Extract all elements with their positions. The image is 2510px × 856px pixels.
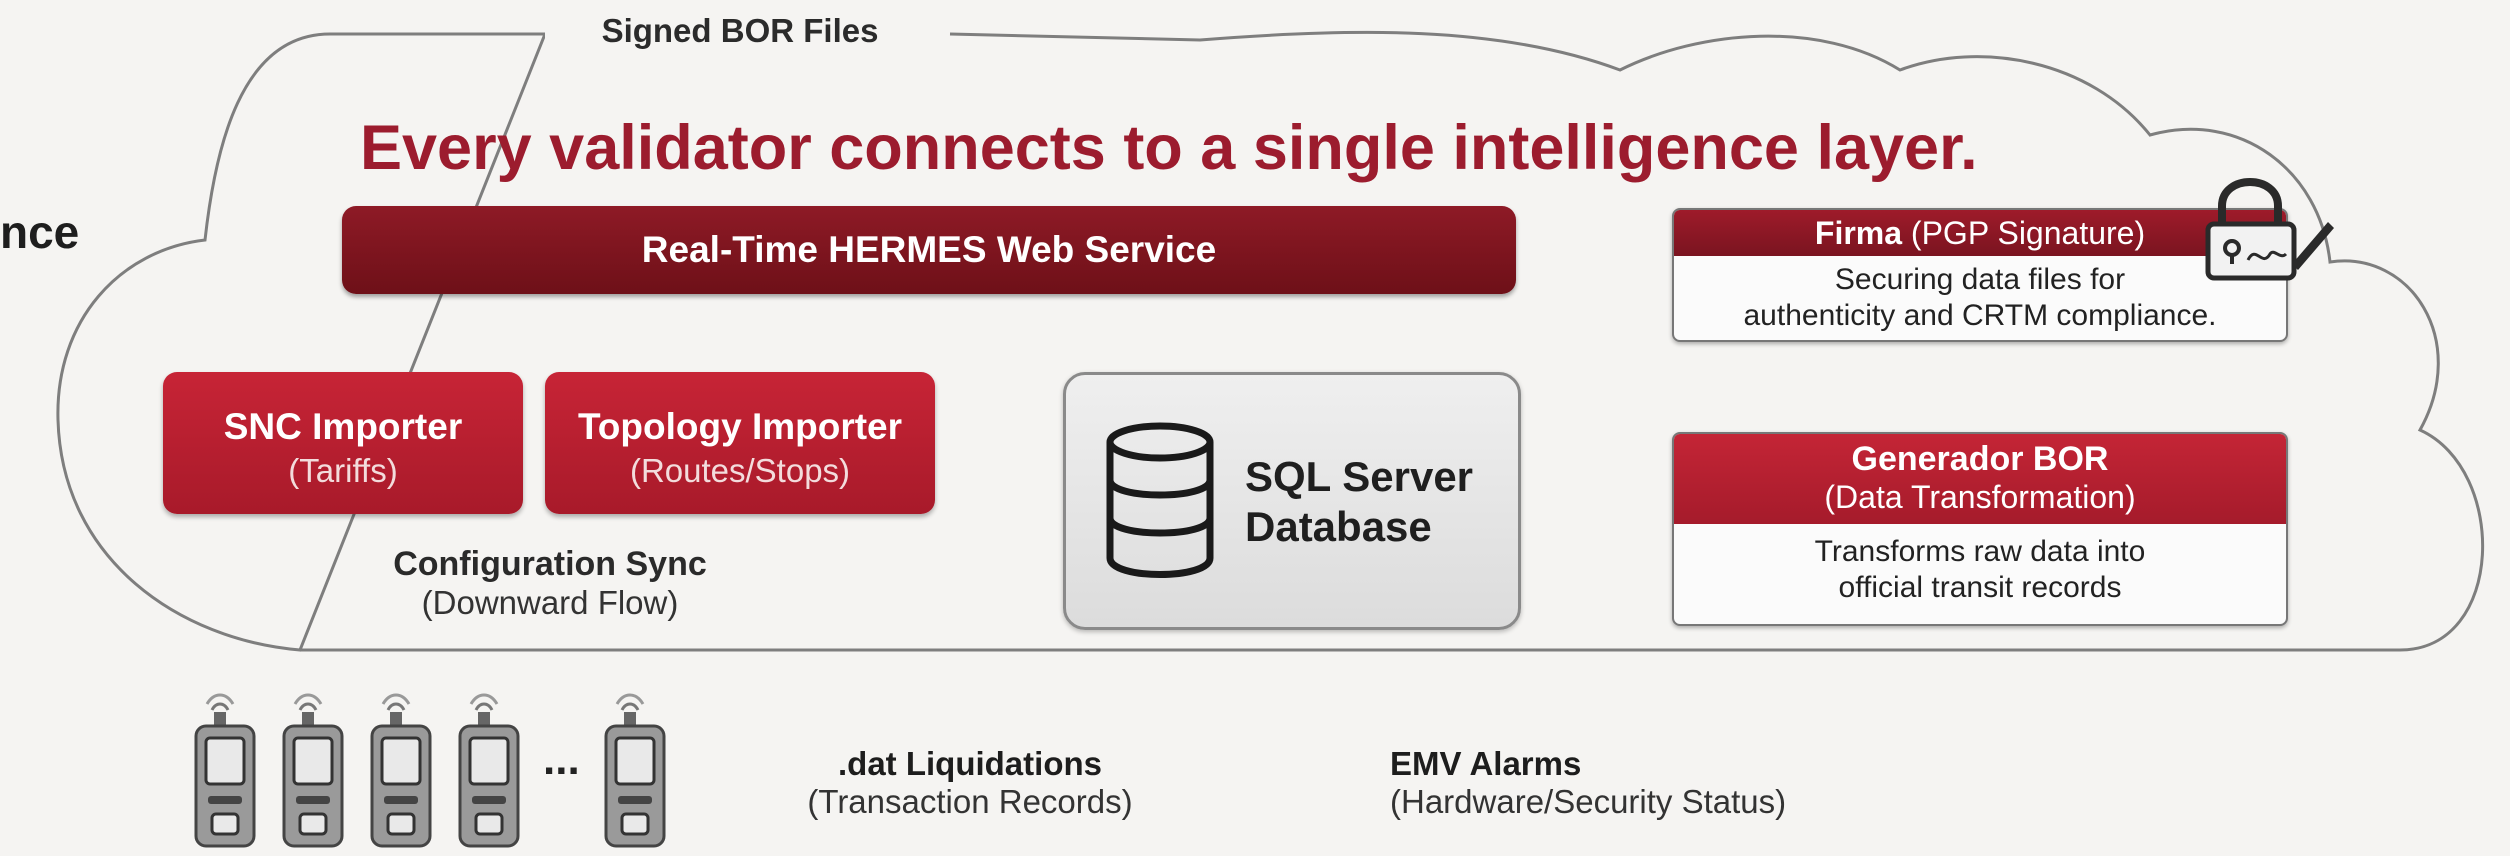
validator-device-icon xyxy=(370,693,432,848)
firma-header: Firma (PGP Signature) xyxy=(1674,210,2286,256)
firma-body-line1: Securing data files for xyxy=(1834,263,2126,296)
configuration-sync-title: Configuration Sync xyxy=(393,545,707,583)
generador-title: Generador BOR xyxy=(1851,440,2109,478)
signed-bor-files-label: Signed BOR Files xyxy=(545,6,935,56)
truncated-side-text: nce xyxy=(0,206,80,258)
firma-panel: Firma (PGP Signature) Securing data file… xyxy=(1672,208,2288,342)
topology-importer-box: Topology Importer (Routes/Stops) xyxy=(545,372,935,514)
topology-importer-title: Topology Importer xyxy=(577,406,903,447)
liquidations-title: .dat Liquidations xyxy=(838,745,1102,782)
headline: Every validator connects to a single int… xyxy=(360,113,1978,183)
database-label-line2: Database xyxy=(1245,503,1432,550)
validator-device-icon xyxy=(604,693,666,848)
emv-alarms-subtitle: (Hardware/Security Status) xyxy=(1390,783,1787,820)
configuration-sync-label: Configuration Sync (Downward Flow) xyxy=(300,545,800,622)
generador-bor-panel: Generador BOR (Data Transformation) Tran… xyxy=(1672,432,2288,626)
firma-title-bold: Firma xyxy=(1814,215,1903,251)
snc-importer-box: SNC Importer (Tariffs) xyxy=(163,372,523,514)
configuration-sync-subtitle: (Downward Flow) xyxy=(421,584,679,621)
snc-importer-title: SNC Importer xyxy=(223,406,463,447)
emv-alarms-label: EMV Alarms (Hardware/Security Status) xyxy=(1390,745,1910,821)
validator-device-icon xyxy=(282,693,344,848)
validators-ellipsis: ... xyxy=(543,735,580,784)
generador-subtitle: (Data Transformation) xyxy=(1824,479,2136,515)
emv-alarms-title: EMV Alarms xyxy=(1390,745,1582,782)
generador-body-line2: official transit records xyxy=(1838,571,2122,604)
hermes-label: Real-Time HERMES Web Service xyxy=(641,229,1217,270)
firma-title-rest: (PGP Signature) xyxy=(1902,215,2146,251)
database-icon xyxy=(1106,422,1214,578)
generador-header: Generador BOR (Data Transformation) xyxy=(1674,434,2286,524)
hermes-web-service-bar: Real-Time HERMES Web Service xyxy=(342,206,1516,294)
database-label-line1: SQL Server xyxy=(1245,453,1474,500)
topology-importer-subtitle: (Routes/Stops) xyxy=(629,452,851,489)
generador-body: Transforms raw data into official transi… xyxy=(1674,524,2286,606)
padlock-signature-icon xyxy=(2205,178,2334,281)
firma-body-line2: authenticity and CRTM compliance. xyxy=(1743,299,2217,332)
liquidations-label: .dat Liquidations (Transaction Records) xyxy=(760,745,1180,821)
generador-body-line1: Transforms raw data into xyxy=(1814,535,2146,568)
validator-device-icon xyxy=(194,693,256,848)
database-label: SQL Server Database xyxy=(1245,452,1473,552)
firma-body: Securing data files for authenticity and… xyxy=(1674,256,2286,334)
sql-server-database-box xyxy=(1063,372,1521,630)
snc-importer-subtitle: (Tariffs) xyxy=(288,452,398,489)
validator-device-icon xyxy=(458,693,520,848)
liquidations-subtitle: (Transaction Records) xyxy=(807,783,1133,820)
